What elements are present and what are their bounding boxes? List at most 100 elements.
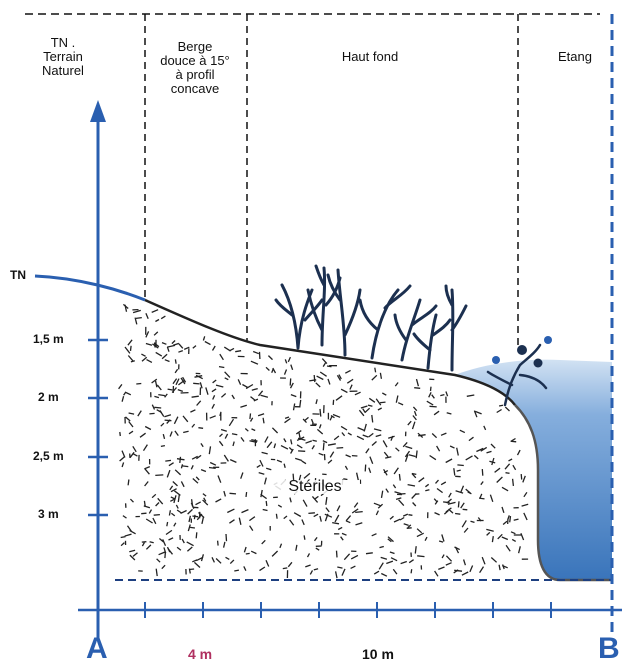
sterile-texture-mark bbox=[187, 508, 193, 515]
sterile-texture-mark bbox=[191, 395, 199, 398]
sterile-texture-mark bbox=[182, 415, 189, 423]
sterile-texture-mark bbox=[225, 556, 230, 560]
sterile-texture-mark bbox=[412, 415, 417, 421]
sterile-texture-mark bbox=[170, 488, 177, 493]
sterile-texture-mark bbox=[316, 428, 324, 435]
sterile-texture-mark bbox=[195, 532, 198, 539]
sterile-texture-mark bbox=[193, 382, 200, 385]
sterile-texture-mark bbox=[315, 382, 321, 388]
sterile-texture-mark bbox=[336, 505, 341, 512]
sterile-texture-mark bbox=[322, 440, 328, 444]
sterile-texture-mark bbox=[178, 380, 185, 386]
sterile-texture-mark bbox=[264, 436, 269, 443]
sterile-texture-mark bbox=[169, 485, 174, 491]
sterile-texture-mark bbox=[438, 540, 444, 543]
sterile-texture-mark bbox=[344, 369, 351, 374]
sterile-texture-mark bbox=[377, 407, 383, 411]
sterile-texture-mark bbox=[143, 505, 151, 509]
sterile-texture-mark bbox=[227, 508, 235, 514]
sterile-texture-mark bbox=[446, 498, 452, 504]
sterile-texture-mark bbox=[406, 527, 412, 529]
sterile-texture-mark bbox=[166, 469, 171, 478]
sterile-texture-mark bbox=[229, 519, 235, 524]
sterile-texture-mark bbox=[119, 431, 121, 437]
sterile-texture-mark bbox=[238, 517, 242, 525]
sterile-texture-mark bbox=[283, 438, 287, 443]
sterile-texture-mark bbox=[429, 405, 437, 408]
sterile-texture-mark bbox=[249, 525, 254, 531]
sterile-texture-mark bbox=[295, 457, 303, 462]
sterile-texture-mark bbox=[189, 568, 195, 571]
sterile-texture-mark bbox=[218, 440, 224, 447]
sterile-texture-mark bbox=[151, 309, 159, 313]
sterile-texture-mark bbox=[314, 495, 319, 500]
sterile-texture-mark bbox=[163, 547, 167, 554]
sterile-texture-mark bbox=[410, 569, 413, 574]
sterile-texture-mark bbox=[412, 406, 418, 412]
sterile-texture-mark bbox=[174, 359, 177, 364]
sterile-texture-mark bbox=[454, 546, 460, 554]
sterile-texture-mark bbox=[433, 498, 438, 503]
sterile-texture-mark bbox=[283, 463, 286, 468]
sterile-texture-mark bbox=[319, 408, 322, 417]
sterile-texture-mark bbox=[523, 512, 528, 521]
sterile-texture-mark bbox=[124, 533, 132, 537]
sterile-texture-mark bbox=[132, 309, 141, 314]
zone-tn-line1: TN . bbox=[50, 35, 76, 50]
sterile-texture-mark bbox=[290, 439, 293, 445]
sterile-texture-mark bbox=[373, 570, 380, 575]
sterile-texture-mark bbox=[333, 435, 340, 441]
sterile-texture-mark bbox=[215, 498, 222, 503]
sterile-texture-mark bbox=[219, 353, 224, 361]
sterile-texture-mark bbox=[129, 554, 136, 561]
sterile-texture-mark bbox=[507, 515, 510, 520]
sterile-texture-mark bbox=[373, 502, 381, 507]
sterile-texture-mark bbox=[180, 481, 185, 488]
sterile-texture-mark bbox=[137, 410, 142, 417]
zone-berge-line3: à profil bbox=[175, 67, 215, 82]
sterile-texture-mark bbox=[429, 386, 432, 392]
sterile-texture-mark bbox=[498, 564, 501, 571]
sterile-texture-mark bbox=[381, 572, 388, 577]
sterile-texture-mark bbox=[335, 550, 338, 558]
sterile-texture-mark bbox=[501, 486, 509, 492]
aquatic-plants bbox=[274, 264, 468, 372]
depth-label-3m: 3 m bbox=[38, 507, 59, 521]
sterile-texture-mark bbox=[460, 485, 465, 493]
sterile-texture-mark bbox=[516, 449, 521, 456]
sterile-texture-mark bbox=[407, 483, 416, 487]
sterile-texture-mark bbox=[457, 464, 464, 467]
sterile-texture-mark bbox=[417, 555, 425, 558]
sterile-texture-mark bbox=[154, 380, 158, 388]
sterile-texture-mark bbox=[441, 554, 445, 559]
sterile-texture-mark bbox=[377, 503, 384, 509]
sterile-texture-mark bbox=[435, 479, 439, 484]
sterile-texture-mark bbox=[183, 346, 190, 350]
sterile-texture-mark bbox=[489, 460, 496, 464]
sterile-texture-mark bbox=[251, 428, 256, 432]
sterile-texture-mark bbox=[124, 346, 131, 354]
sterile-texture-mark bbox=[337, 566, 343, 569]
sterile-texture-mark bbox=[309, 570, 314, 575]
sterile-texture-mark bbox=[395, 497, 402, 501]
sterile-texture-mark bbox=[144, 481, 149, 487]
sterile-texture-mark bbox=[148, 509, 153, 514]
sterile-texture-mark bbox=[354, 391, 361, 396]
sterile-texture-mark bbox=[161, 341, 167, 345]
sterile-texture-mark bbox=[418, 477, 425, 483]
sterile-texture-mark bbox=[132, 552, 138, 557]
sterile-texture-mark bbox=[161, 353, 168, 360]
sterile-texture-mark bbox=[290, 393, 297, 398]
sterile-texture-mark bbox=[223, 490, 227, 497]
sterile-texture-mark bbox=[168, 462, 174, 467]
sterile-texture-mark bbox=[336, 374, 342, 381]
sterile-texture-mark bbox=[164, 393, 168, 398]
sterile-texture-mark bbox=[260, 493, 267, 500]
sterile-texture-mark bbox=[155, 351, 163, 357]
sterile-texture-mark bbox=[174, 469, 182, 476]
sterile-texture-mark bbox=[448, 508, 454, 514]
sterile-texture-mark bbox=[338, 374, 342, 380]
sterile-texture-mark bbox=[347, 432, 352, 436]
sterile-texture-mark bbox=[389, 515, 394, 520]
sterile-texture-mark bbox=[345, 454, 351, 458]
